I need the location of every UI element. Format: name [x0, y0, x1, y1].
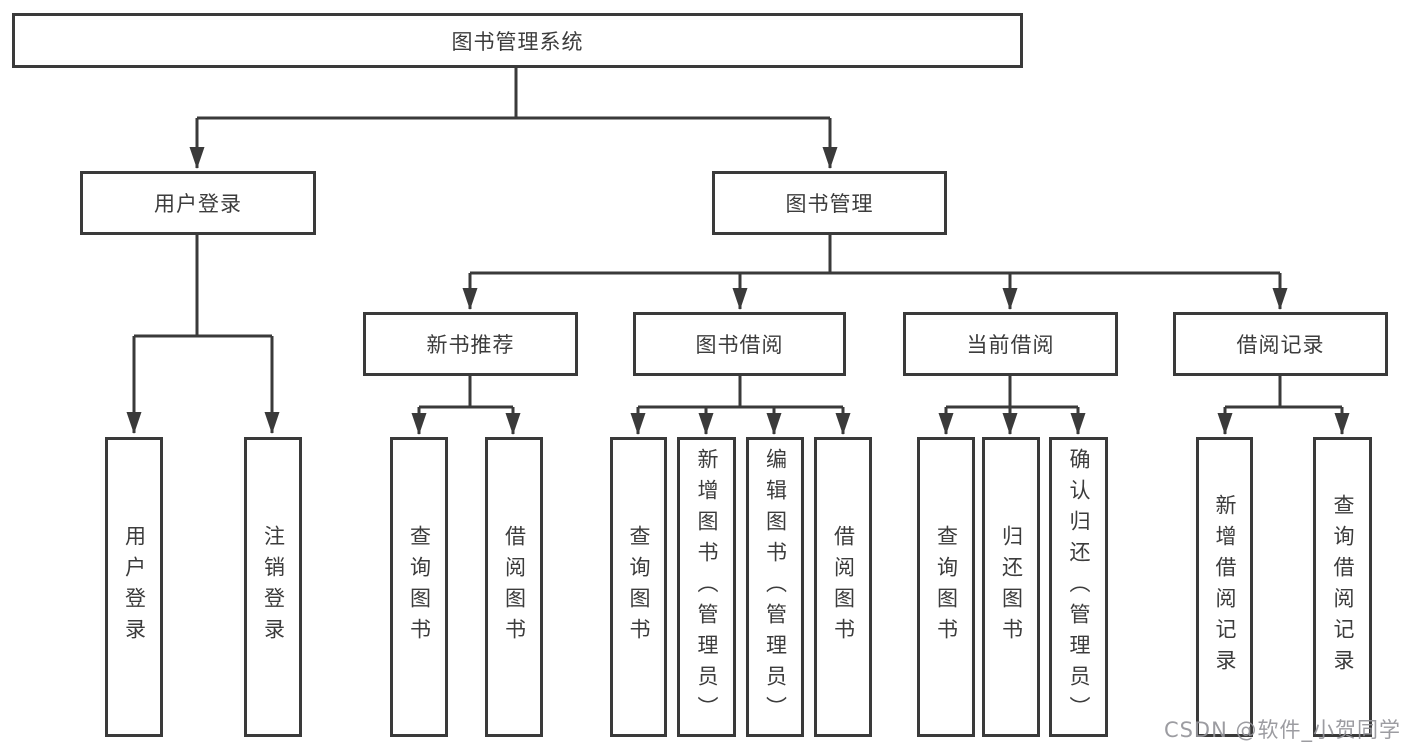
leaf-borrow-book-borrow-label: 借阅图书: [831, 525, 856, 649]
leaf-borrow-book-recommend: 借阅图书: [485, 437, 543, 737]
csdn-watermark: CSDN @软件_小贺同学: [1163, 718, 1401, 742]
leaf-query-borrow-record-label: 查询借阅记录: [1331, 494, 1356, 680]
node-book-borrow: 图书借阅: [633, 312, 846, 376]
leaf-add-book-admin-label: 新增图书（管理员）: [695, 447, 720, 727]
leaf-logout-label: 注销登录: [261, 525, 286, 649]
node-current-borrow-label: 当前借阅: [966, 333, 1055, 357]
leaf-return-book: 归还图书: [982, 437, 1040, 737]
node-user-login: 用户登录: [80, 171, 316, 235]
leaf-query-borrow-record: 查询借阅记录: [1313, 437, 1372, 737]
leaf-borrow-book-borrow: 借阅图书: [814, 437, 872, 737]
leaf-query-book-current: 查询图书: [917, 437, 975, 737]
leaf-add-borrow-record-label: 新增借阅记录: [1213, 494, 1238, 680]
leaf-confirm-return-admin-label: 确认归还（管理员）: [1067, 447, 1092, 727]
leaf-edit-book-admin-label: 编辑图书（管理员）: [763, 447, 788, 727]
leaf-query-book-current-label: 查询图书: [934, 525, 959, 649]
node-new-book-recommend: 新书推荐: [363, 312, 578, 376]
leaf-add-borrow-record: 新增借阅记录: [1196, 437, 1253, 737]
leaf-return-book-label: 归还图书: [999, 525, 1024, 649]
node-new-book-recommend-label: 新书推荐: [426, 333, 515, 357]
leaf-query-book-recommend: 查询图书: [390, 437, 448, 737]
leaf-query-book-recommend-label: 查询图书: [407, 525, 432, 649]
node-book-management-label: 图书管理: [785, 192, 874, 216]
node-borrow-record: 借阅记录: [1173, 312, 1388, 376]
leaf-query-book-borrow: 查询图书: [610, 437, 667, 737]
leaf-edit-book-admin: 编辑图书（管理员）: [746, 437, 804, 737]
node-root-label: 图书管理系统: [451, 29, 584, 54]
node-root: 图书管理系统: [12, 13, 1023, 68]
node-current-borrow: 当前借阅: [903, 312, 1118, 376]
leaf-logout: 注销登录: [244, 437, 302, 737]
leaf-user-login-label: 用户登录: [122, 525, 147, 649]
leaf-confirm-return-admin: 确认归还（管理员）: [1049, 437, 1108, 737]
node-borrow-record-label: 借阅记录: [1236, 333, 1325, 357]
node-book-borrow-label: 图书借阅: [695, 333, 784, 357]
leaf-add-book-admin: 新增图书（管理员）: [677, 437, 736, 737]
node-book-management: 图书管理: [712, 171, 947, 235]
leaf-query-book-borrow-label: 查询图书: [627, 525, 652, 649]
node-user-login-label: 用户登录: [154, 192, 242, 216]
leaf-borrow-book-recommend-label: 借阅图书: [502, 525, 527, 649]
leaf-user-login: 用户登录: [105, 437, 163, 737]
